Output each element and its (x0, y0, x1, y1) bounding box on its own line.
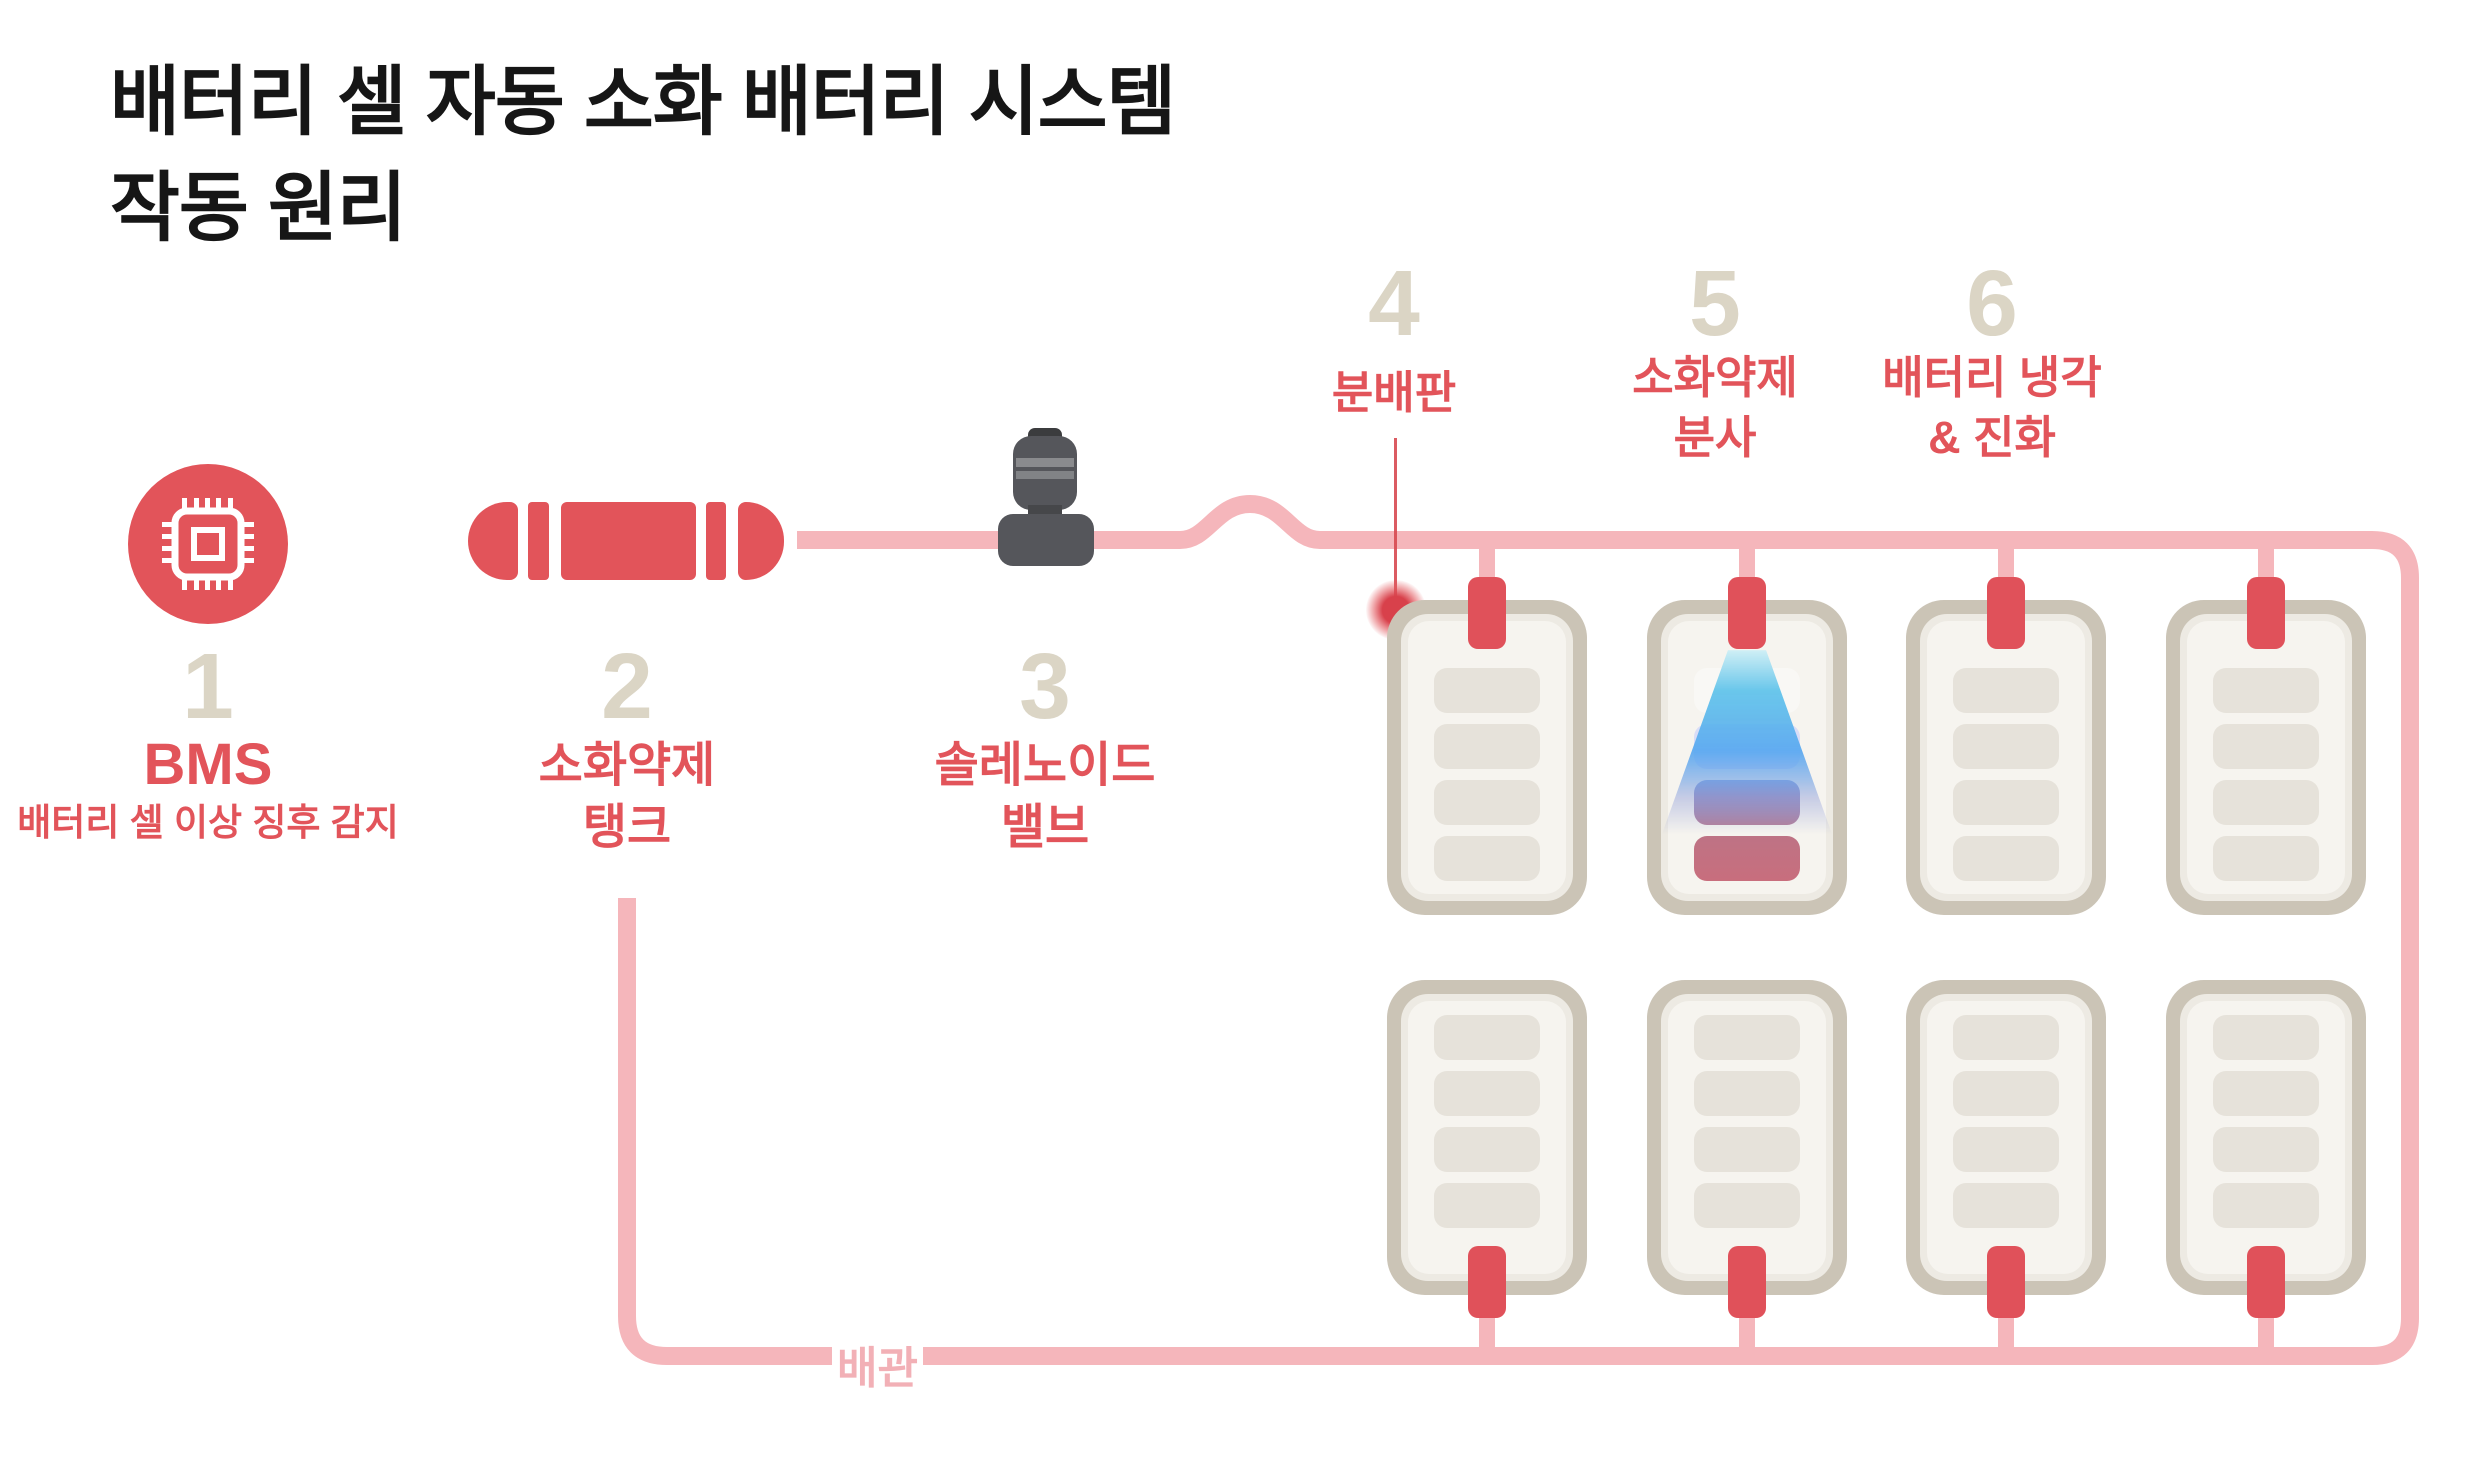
battery-slat (1953, 724, 2059, 769)
battery-slat (2213, 836, 2319, 881)
battery-cell (1647, 980, 1847, 1318)
step-6-number: 6 (1966, 251, 2018, 355)
tank-body (561, 502, 696, 580)
step-1-sublabel: 배터리 셀 이상 징후 감지 (17, 802, 399, 843)
battery-slat (2213, 1071, 2319, 1116)
step-5: 5 (1485, 253, 1945, 353)
step-5-label: 소화약제 분사 (1485, 348, 1945, 468)
tank-ring-left (528, 502, 549, 580)
step-2-label: 소화약제 탱크 (397, 735, 857, 859)
pipe-label: 배관 (837, 1344, 918, 1393)
battery-inner (1927, 1001, 2085, 1274)
battery-slat (1694, 1015, 1800, 1060)
battery-nozzle-icon (2247, 1246, 2285, 1318)
battery-slat (1694, 836, 1800, 881)
battery-nozzle-icon (1468, 577, 1506, 649)
step-2-label-line1: 소화약제 (538, 739, 716, 792)
battery-cell (1906, 980, 2106, 1318)
battery-inner (2187, 1001, 2345, 1274)
battery-slat (1434, 780, 1540, 825)
battery-cell (1906, 577, 2106, 915)
step-3-label: 솔레노이드 밸브 (815, 735, 1275, 859)
battery-cell (1387, 980, 1587, 1318)
step-6: 6 (1762, 253, 2222, 353)
battery-slat (2213, 1183, 2319, 1228)
step-3: 3 (815, 636, 1275, 736)
battery-slat (1953, 1183, 2059, 1228)
battery-nozzle-icon (1987, 1246, 2025, 1318)
battery-slat (2213, 780, 2319, 825)
battery-inner (2187, 621, 2345, 894)
step-3-label-line2: 밸브 (1000, 801, 1090, 854)
step-1: 1 (0, 636, 438, 736)
chip-icon (162, 498, 254, 590)
step-3-number: 3 (1019, 634, 1071, 738)
battery-slat (1434, 1015, 1540, 1060)
battery-slat (1694, 1183, 1800, 1228)
distribution-pointer-line (1394, 438, 1397, 600)
step-5-label-line2: 분사 (1673, 412, 1757, 463)
branch-stubs (1479, 540, 2274, 1356)
battery-inner (1408, 621, 1566, 894)
battery-slat (2213, 1127, 2319, 1172)
step-6-label: 배터리 냉각 & 진화 (1762, 348, 2222, 468)
battery-slat (1953, 780, 2059, 825)
battery-nozzle-icon (2247, 577, 2285, 649)
step-2-label-line2: 탱크 (582, 801, 672, 854)
valve-stripe (1016, 458, 1074, 467)
bms-icon-circle (128, 464, 288, 624)
battery-slat (1434, 1183, 1540, 1228)
battery-slat (1434, 836, 1540, 881)
battery-slat (1434, 1127, 1540, 1172)
step-6-label-line2: & 진화 (1928, 412, 2056, 463)
battery-nozzle-icon (1728, 577, 1766, 649)
battery-cell (1387, 577, 1587, 915)
battery-slat (2213, 724, 2319, 769)
step-2: 2 (397, 636, 857, 736)
battery-cell (2166, 577, 2366, 915)
valve-stripe (1016, 471, 1074, 479)
title-line-1: 배터리 셀 자동 소화 배터리 시스템 (110, 60, 1176, 145)
step-4-number: 4 (1368, 251, 1420, 355)
battery-inner (1408, 1001, 1566, 1274)
step-2-number: 2 (601, 634, 653, 738)
step-5-label-line1: 소화약제 (1632, 352, 1798, 403)
battery-nozzle-icon (1468, 1246, 1506, 1318)
step-3-label-line1: 솔레노이드 (934, 739, 1156, 792)
valve-base (998, 514, 1094, 566)
battery-slat (1434, 668, 1540, 713)
battery-slat (1434, 724, 1540, 769)
step-5-number: 5 (1689, 251, 1741, 355)
return-pipe (618, 898, 832, 1365)
battery-slat (2213, 668, 2319, 713)
battery-cell (2166, 980, 2366, 1318)
main-pipe (797, 494, 2419, 1365)
battery-slat (1694, 1127, 1800, 1172)
step-1-number: 1 (182, 634, 234, 738)
tank-ring-right (706, 502, 726, 580)
battery-slat (2213, 1015, 2319, 1060)
battery-slat (1953, 1015, 2059, 1060)
battery-slat (1694, 1071, 1800, 1116)
page-title: 배터리 셀 자동 소화 배터리 시스템 작동 원리 (110, 50, 1510, 262)
step-6-label-line1: 배터리 냉각 (1882, 352, 2102, 403)
battery-cell-spraying (1647, 577, 1847, 915)
battery-inner (1927, 621, 2085, 894)
step-4: 4 (1164, 253, 1624, 353)
battery-slat (1953, 668, 2059, 713)
battery-nozzle-icon (1987, 577, 2025, 649)
title-line-2: 작동 원리 (110, 166, 407, 251)
step-1-label: BMS (143, 732, 273, 797)
battery-nozzle-icon (1728, 1246, 1766, 1318)
battery-slat (1953, 836, 2059, 881)
battery-inner (1668, 1001, 1826, 1274)
battery-slat (1953, 1127, 2059, 1172)
battery-slat (1953, 1071, 2059, 1116)
step-4-label: 분배판 (1331, 367, 1457, 418)
battery-slat (1434, 1071, 1540, 1116)
